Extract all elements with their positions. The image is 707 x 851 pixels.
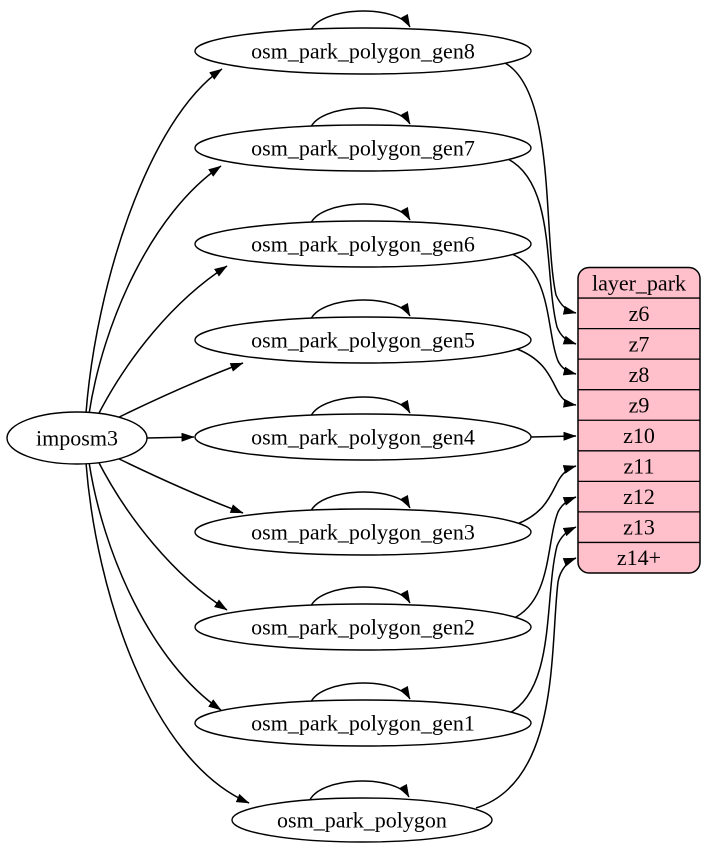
- edge-osm_park_polygon_gen1-to-z13: [507, 526, 577, 715]
- node-ellipse-osm_park_polygon_gen2: [194, 603, 532, 651]
- node-label-osm_park_polygon_gen3: osm_park_polygon_gen3: [251, 520, 475, 545]
- edge-imposm3-to-osm_park_polygon_gen2: [96, 458, 228, 611]
- table-row-z10: z10: [623, 423, 655, 448]
- edge-imposm3-to-osm_park_polygon_gen7: [88, 165, 222, 415]
- edge-osm_park_polygon_gen5-to-z9: [516, 348, 577, 408]
- table-row-z14+: z14+: [617, 545, 661, 570]
- edge-osm_park_polygon_gen6-to-z8: [511, 253, 577, 376]
- self-loop-osm_park_polygon_gen7: [309, 107, 411, 130]
- edge-imposm3-to-osm_park_polygon_gen6: [96, 265, 228, 418]
- node-ellipse-osm_park_polygon_gen5: [194, 316, 532, 364]
- node-ellipse-osm_park_polygon_gen7: [194, 124, 532, 172]
- node-ellipse-osm_park_polygon_gen6: [194, 220, 532, 268]
- node-label-osm_park_polygon_gen7: osm_park_polygon_gen7: [251, 136, 475, 161]
- table-row-z8: z8: [629, 362, 650, 387]
- table-row-z13: z13: [623, 515, 655, 540]
- self-loop-osm_park_polygon_gen1: [309, 682, 411, 705]
- node-label-osm_park_polygon_gen1: osm_park_polygon_gen1: [251, 711, 475, 736]
- edge-imposm3-to-osm_park_polygon: [85, 462, 250, 804]
- node-label-osm_park_polygon_gen6: osm_park_polygon_gen6: [251, 232, 475, 257]
- table-row-z9: z9: [629, 392, 650, 417]
- table-row-z11: z11: [624, 454, 655, 479]
- edge-osm_park_polygon_gen2-to-z12: [511, 496, 577, 620]
- node-ellipse-osm_park_polygon_gen3: [194, 508, 532, 556]
- edge-osm_park_polygon_gen8-to-z6: [504, 62, 577, 315]
- edge-osm_park_polygon_gen7-to-z7: [507, 158, 577, 345]
- edge-imposm3-to-osm_park_polygon_gen4: [146, 432, 195, 442]
- node-label-osm_park_polygon: osm_park_polygon: [277, 808, 447, 833]
- self-loop-osm_park_polygon_gen2: [309, 586, 411, 609]
- node-label-osm_park_polygon_gen4: osm_park_polygon_gen4: [251, 425, 475, 450]
- node-ellipse-imposm3: [6, 411, 148, 465]
- self-loop-osm_park_polygon_gen5: [309, 299, 411, 322]
- table-title-layer_park: layer_park: [592, 270, 686, 295]
- node-ellipse-osm_park_polygon_gen8: [194, 27, 532, 75]
- self-loop-osm_park_polygon_gen4: [309, 396, 411, 419]
- node-label-osm_park_polygon_gen5: osm_park_polygon_gen5: [251, 328, 475, 353]
- table-row-z6: z6: [629, 301, 650, 326]
- edge-imposm3-to-osm_park_polygon_gen3: [110, 454, 244, 514]
- node-ellipse-osm_park_polygon_gen4: [194, 413, 532, 461]
- edge-osm_park_polygon_gen3-to-z11: [516, 465, 577, 525]
- edge-imposm3-to-osm_park_polygon_gen1: [88, 461, 222, 711]
- self-loop-osm_park_polygon: [308, 780, 410, 803]
- node-ellipse-osm_park_polygon: [231, 797, 493, 843]
- edge-imposm3-to-osm_park_polygon_gen5: [110, 362, 244, 422]
- table-row-z12: z12: [623, 484, 655, 509]
- node-label-osm_park_polygon_gen2: osm_park_polygon_gen2: [251, 615, 475, 640]
- table-row-z7: z7: [629, 331, 650, 356]
- node-label-imposm3: imposm3: [36, 426, 118, 451]
- self-loop-osm_park_polygon_gen6: [309, 203, 411, 226]
- node-ellipse-osm_park_polygon_gen1: [194, 699, 532, 747]
- edge-osm_park_polygon_gen4-to-z10: [530, 431, 577, 441]
- self-loop-osm_park_polygon_gen3: [309, 491, 411, 514]
- node-label-osm_park_polygon_gen8: osm_park_polygon_gen8: [251, 39, 475, 64]
- edge-imposm3-to-osm_park_polygon_gen8: [85, 68, 223, 414]
- self-loop-osm_park_polygon_gen8: [309, 10, 411, 33]
- edge-osm_park_polygon-to-z14+: [475, 557, 577, 809]
